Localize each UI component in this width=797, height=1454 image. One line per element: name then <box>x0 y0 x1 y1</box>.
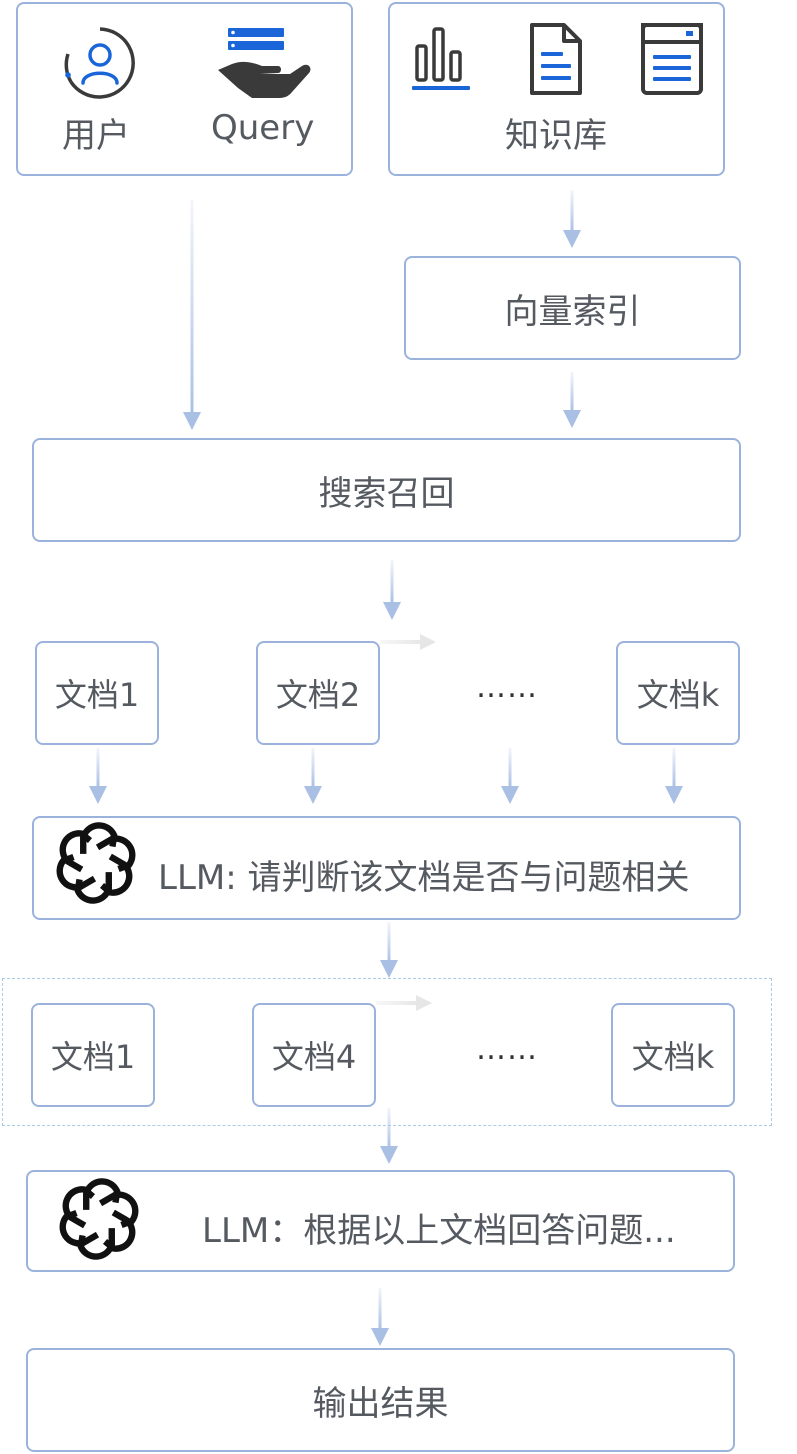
arrow-llm-answer-to-output <box>371 1288 389 1346</box>
knowledge-base-label: 知识库 <box>505 116 607 156</box>
output-box: 输出结果 <box>26 1348 735 1452</box>
filtered-docs-group <box>2 978 772 1126</box>
filtered-doc-4: 文档4 <box>252 1003 376 1107</box>
user-label: 用户 <box>62 116 130 156</box>
arrow-index-to-search <box>563 372 581 428</box>
llm-answer-box: LLM：根据以上文档回答问题... <box>26 1170 735 1272</box>
filtered-ellipsis: …… <box>476 1032 538 1067</box>
arrow-filtered-horizontal <box>376 995 432 1011</box>
file-list-icon <box>641 23 703 95</box>
user-icon <box>64 27 135 99</box>
arrow-user-to-search <box>183 200 201 430</box>
arrow-docs-horizontal <box>380 634 436 650</box>
vector-index-box: 向量索引 <box>404 256 741 360</box>
search-recall-label: 搜索召回 <box>318 473 455 514</box>
retrieved-ellipsis: …… <box>476 670 538 705</box>
filtered-doc-1: 文档1 <box>31 1003 155 1107</box>
arrow-llm-to-filtered <box>380 922 398 978</box>
arrow-kb-to-index <box>563 190 581 248</box>
query-label: Query <box>211 108 315 148</box>
user-query-box: 用户 Query <box>16 2 353 176</box>
llm-filter-box: LLM: 请判断该文档是否与问题相关 <box>32 816 741 920</box>
arrow-doc1-to-llm <box>89 748 107 804</box>
retrieved-doc-k: 文档k <box>616 641 740 745</box>
vector-index-label: 向量索引 <box>504 291 641 332</box>
arrow-filtered-to-llm-answer <box>380 1108 398 1164</box>
arrow-doc2-to-llm <box>304 748 322 804</box>
openai-logo-icon <box>59 1178 139 1260</box>
bar-chart-icon <box>412 27 470 90</box>
arrow-search-to-docs <box>383 560 401 620</box>
search-recall-box: 搜索召回 <box>32 438 741 542</box>
retrieved-doc-2: 文档2 <box>256 641 380 745</box>
arrow-ellipsis-to-llm <box>501 748 519 804</box>
arrow-dock-to-llm <box>665 748 683 804</box>
llm-answer-label: LLM：根据以上文档回答问题... <box>202 1211 676 1251</box>
output-label: 输出结果 <box>312 1383 449 1424</box>
openai-logo-icon <box>56 822 136 904</box>
filtered-doc-k: 文档k <box>611 1003 735 1107</box>
knowledge-base-box: 知识库 <box>388 2 725 176</box>
document-icon <box>530 23 582 95</box>
llm-filter-label: LLM: 请判断该文档是否与问题相关 <box>158 858 690 898</box>
retrieved-doc-1: 文档1 <box>35 641 159 745</box>
query-hand-icon <box>218 28 311 98</box>
